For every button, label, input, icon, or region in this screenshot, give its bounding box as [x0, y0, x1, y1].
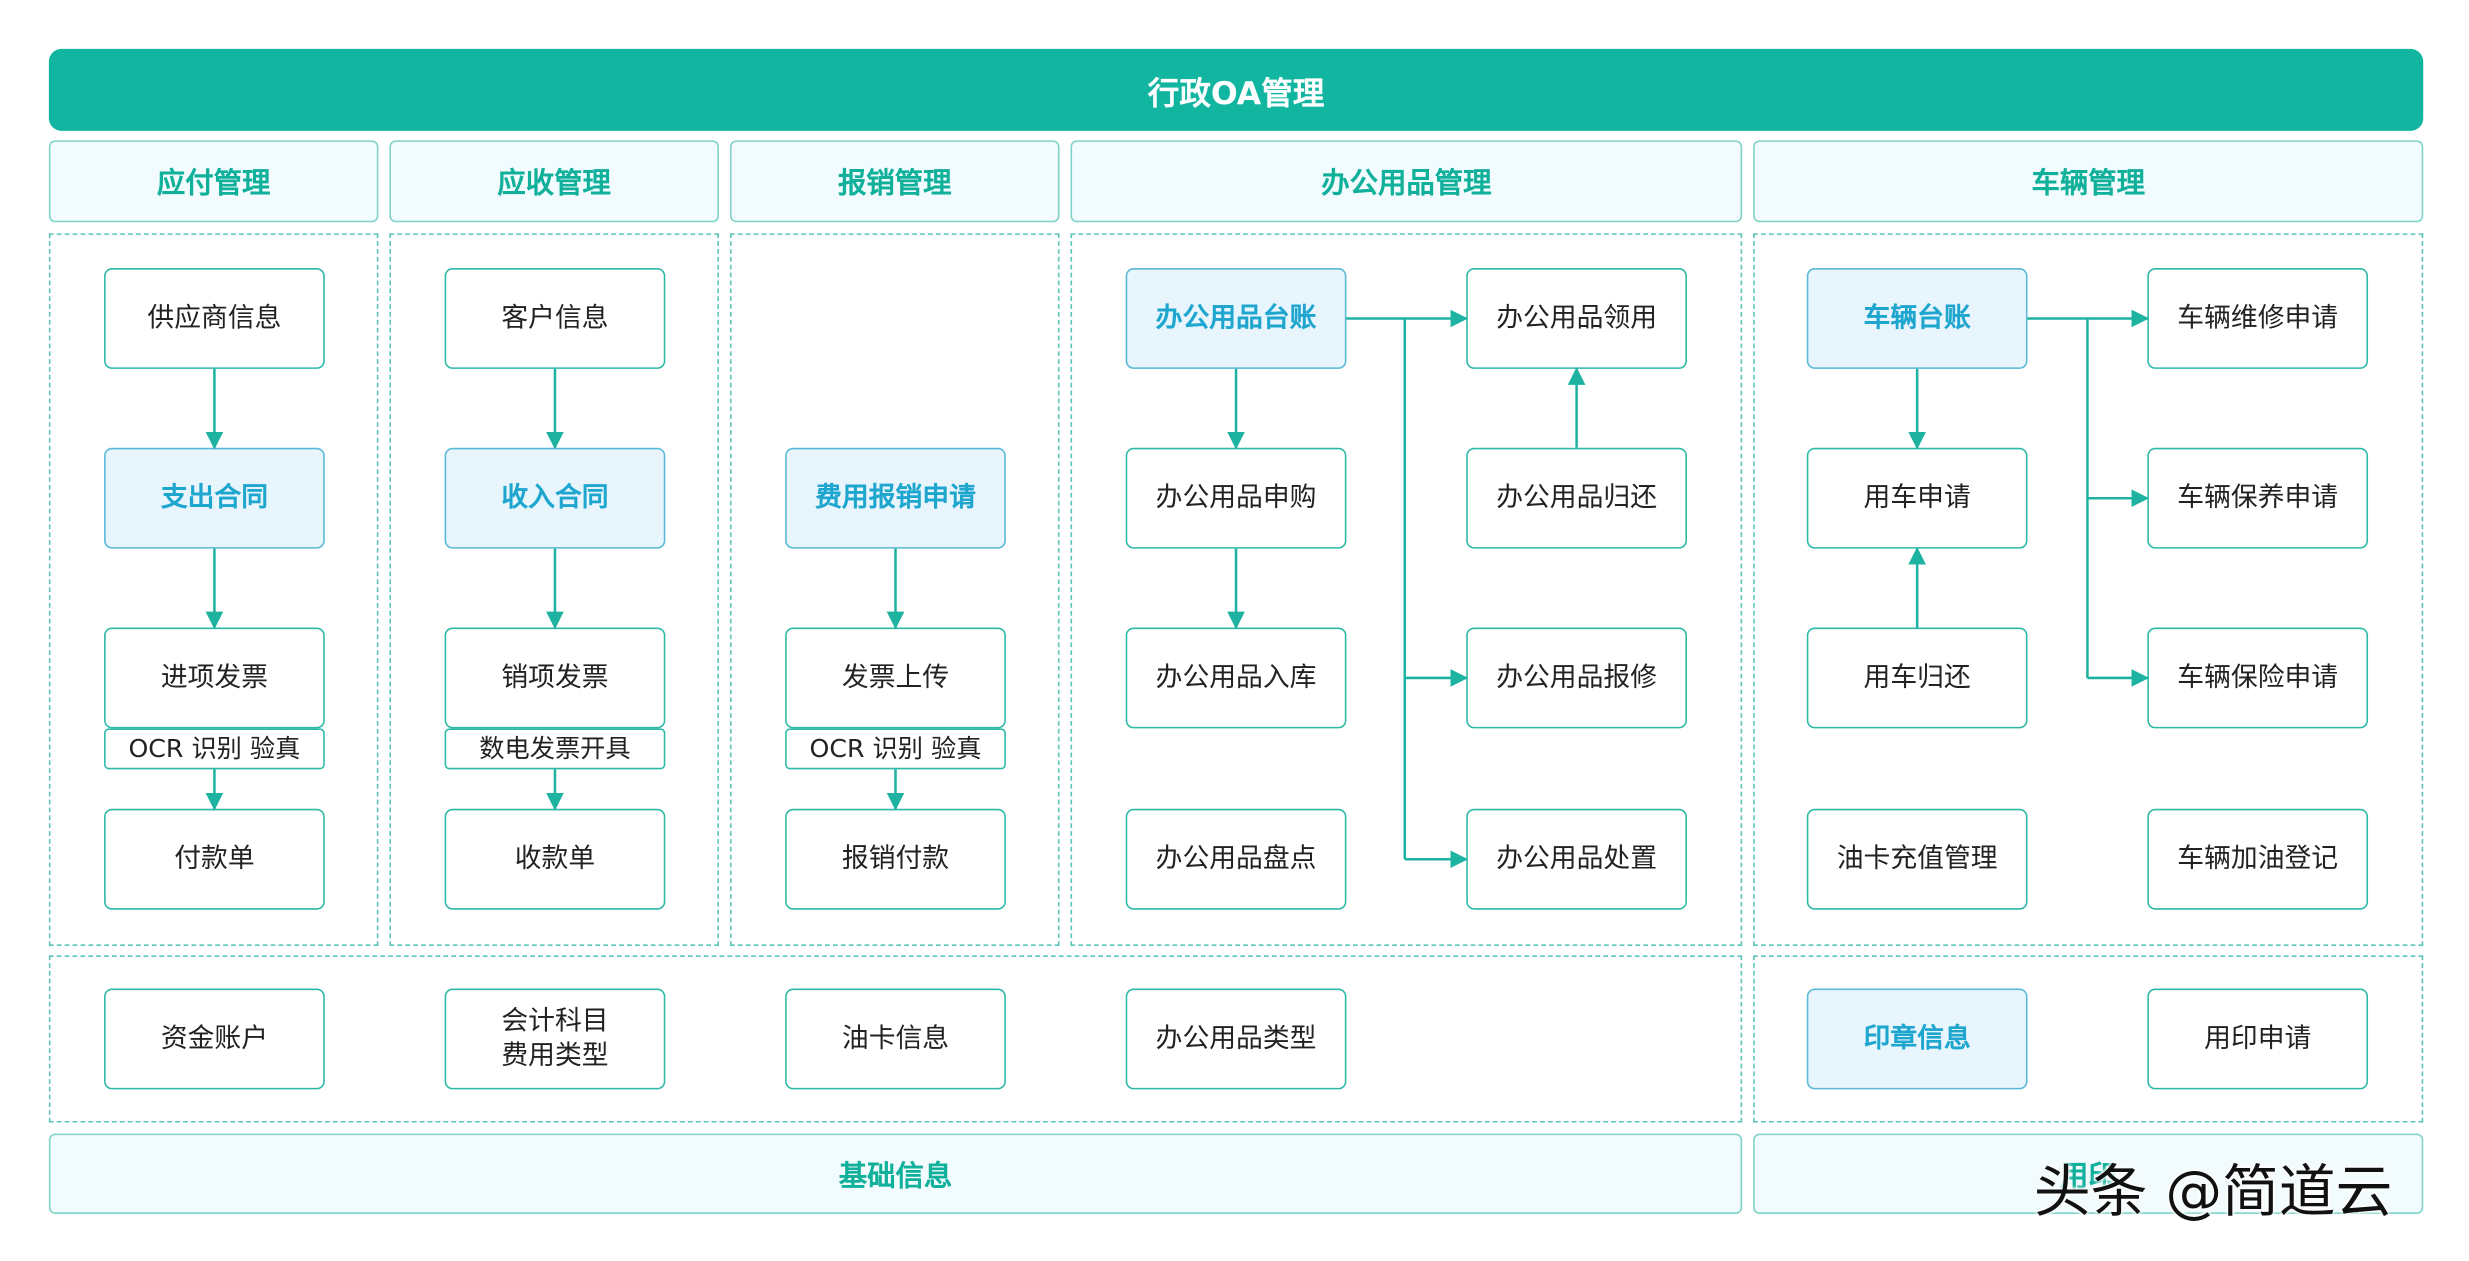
node-income-contract: 收入合同 — [444, 447, 666, 549]
section-vehicle — [1753, 233, 2424, 946]
node-vehicle-maintenance: 车辆维修申请 — [2147, 268, 2369, 369]
node-ocr-verify-reimburse: OCR 识别 验真 — [785, 728, 1006, 770]
node-office-ledger: 办公用品台账 — [1125, 268, 1347, 369]
node-payment-order: 付款单 — [104, 808, 325, 910]
node-fuel-card-recharge: 油卡充值管理 — [1806, 808, 2028, 910]
node-office-inventory: 办公用品盘点 — [1125, 808, 1347, 910]
node-output-invoice: 销项发票 — [444, 627, 666, 729]
footer-seal: 用印 — [1753, 1133, 2424, 1214]
node-office-repair: 办公用品报修 — [1466, 627, 1687, 729]
node-seal-info: 印章信息 — [1806, 988, 2028, 1090]
node-office-storage: 办公用品入库 — [1125, 627, 1347, 729]
node-vehicle-return: 用车归还 — [1806, 627, 2028, 729]
diagram-title: 行政OA管理 — [48, 48, 2424, 131]
node-office-purchase: 办公用品申购 — [1125, 447, 1347, 549]
node-input-invoice: 进项发票 — [104, 627, 325, 729]
header-vehicle: 车辆管理 — [1753, 140, 2424, 223]
section-reimburse — [729, 233, 1060, 946]
header-receivable: 应收管理 — [389, 140, 719, 223]
node-fuel-card-info: 油卡信息 — [785, 988, 1006, 1090]
node-office-dispose: 办公用品处置 — [1466, 808, 1687, 910]
node-customer-info: 客户信息 — [444, 268, 666, 369]
section-payable — [48, 233, 379, 946]
node-vehicle-ledger: 车辆台账 — [1806, 268, 2028, 369]
node-reimburse-payment: 报销付款 — [785, 808, 1006, 910]
header-reimburse: 报销管理 — [729, 140, 1060, 223]
watermark: 头条 @简道云 — [2033, 1160, 2393, 1226]
section-seal — [1753, 955, 2424, 1123]
node-e-invoice-issue: 数电发票开具 — [444, 728, 666, 770]
node-supplier-info: 供应商信息 — [104, 268, 325, 369]
section-office — [1070, 233, 1743, 946]
node-vehicle-apply: 用车申请 — [1806, 447, 2028, 549]
header-office: 办公用品管理 — [1070, 140, 1743, 223]
section-basic-info — [48, 955, 1743, 1123]
node-fund-account: 资金账户 — [104, 988, 325, 1090]
node-vehicle-insurance: 车辆保险申请 — [2147, 627, 2369, 729]
node-seal-apply: 用印申请 — [2147, 988, 2369, 1090]
node-vehicle-upkeep: 车辆保养申请 — [2147, 447, 2369, 549]
header-payable: 应付管理 — [48, 140, 379, 223]
node-expense-contract: 支出合同 — [104, 447, 325, 549]
node-reimburse-apply: 费用报销申请 — [785, 447, 1006, 549]
node-accounting-expense-types: 会计科目 费用类型 — [444, 988, 666, 1090]
footer-basic-info: 基础信息 — [48, 1133, 1743, 1214]
node-vehicle-refuel: 车辆加油登记 — [2147, 808, 2369, 910]
node-office-types: 办公用品类型 — [1125, 988, 1347, 1090]
node-ocr-verify-payable: OCR 识别 验真 — [104, 728, 325, 770]
node-invoice-upload: 发票上传 — [785, 627, 1006, 729]
node-office-receive: 办公用品领用 — [1466, 268, 1687, 369]
section-receivable — [389, 233, 719, 946]
node-office-return: 办公用品归还 — [1466, 447, 1687, 549]
node-receipt-order: 收款单 — [444, 808, 666, 910]
